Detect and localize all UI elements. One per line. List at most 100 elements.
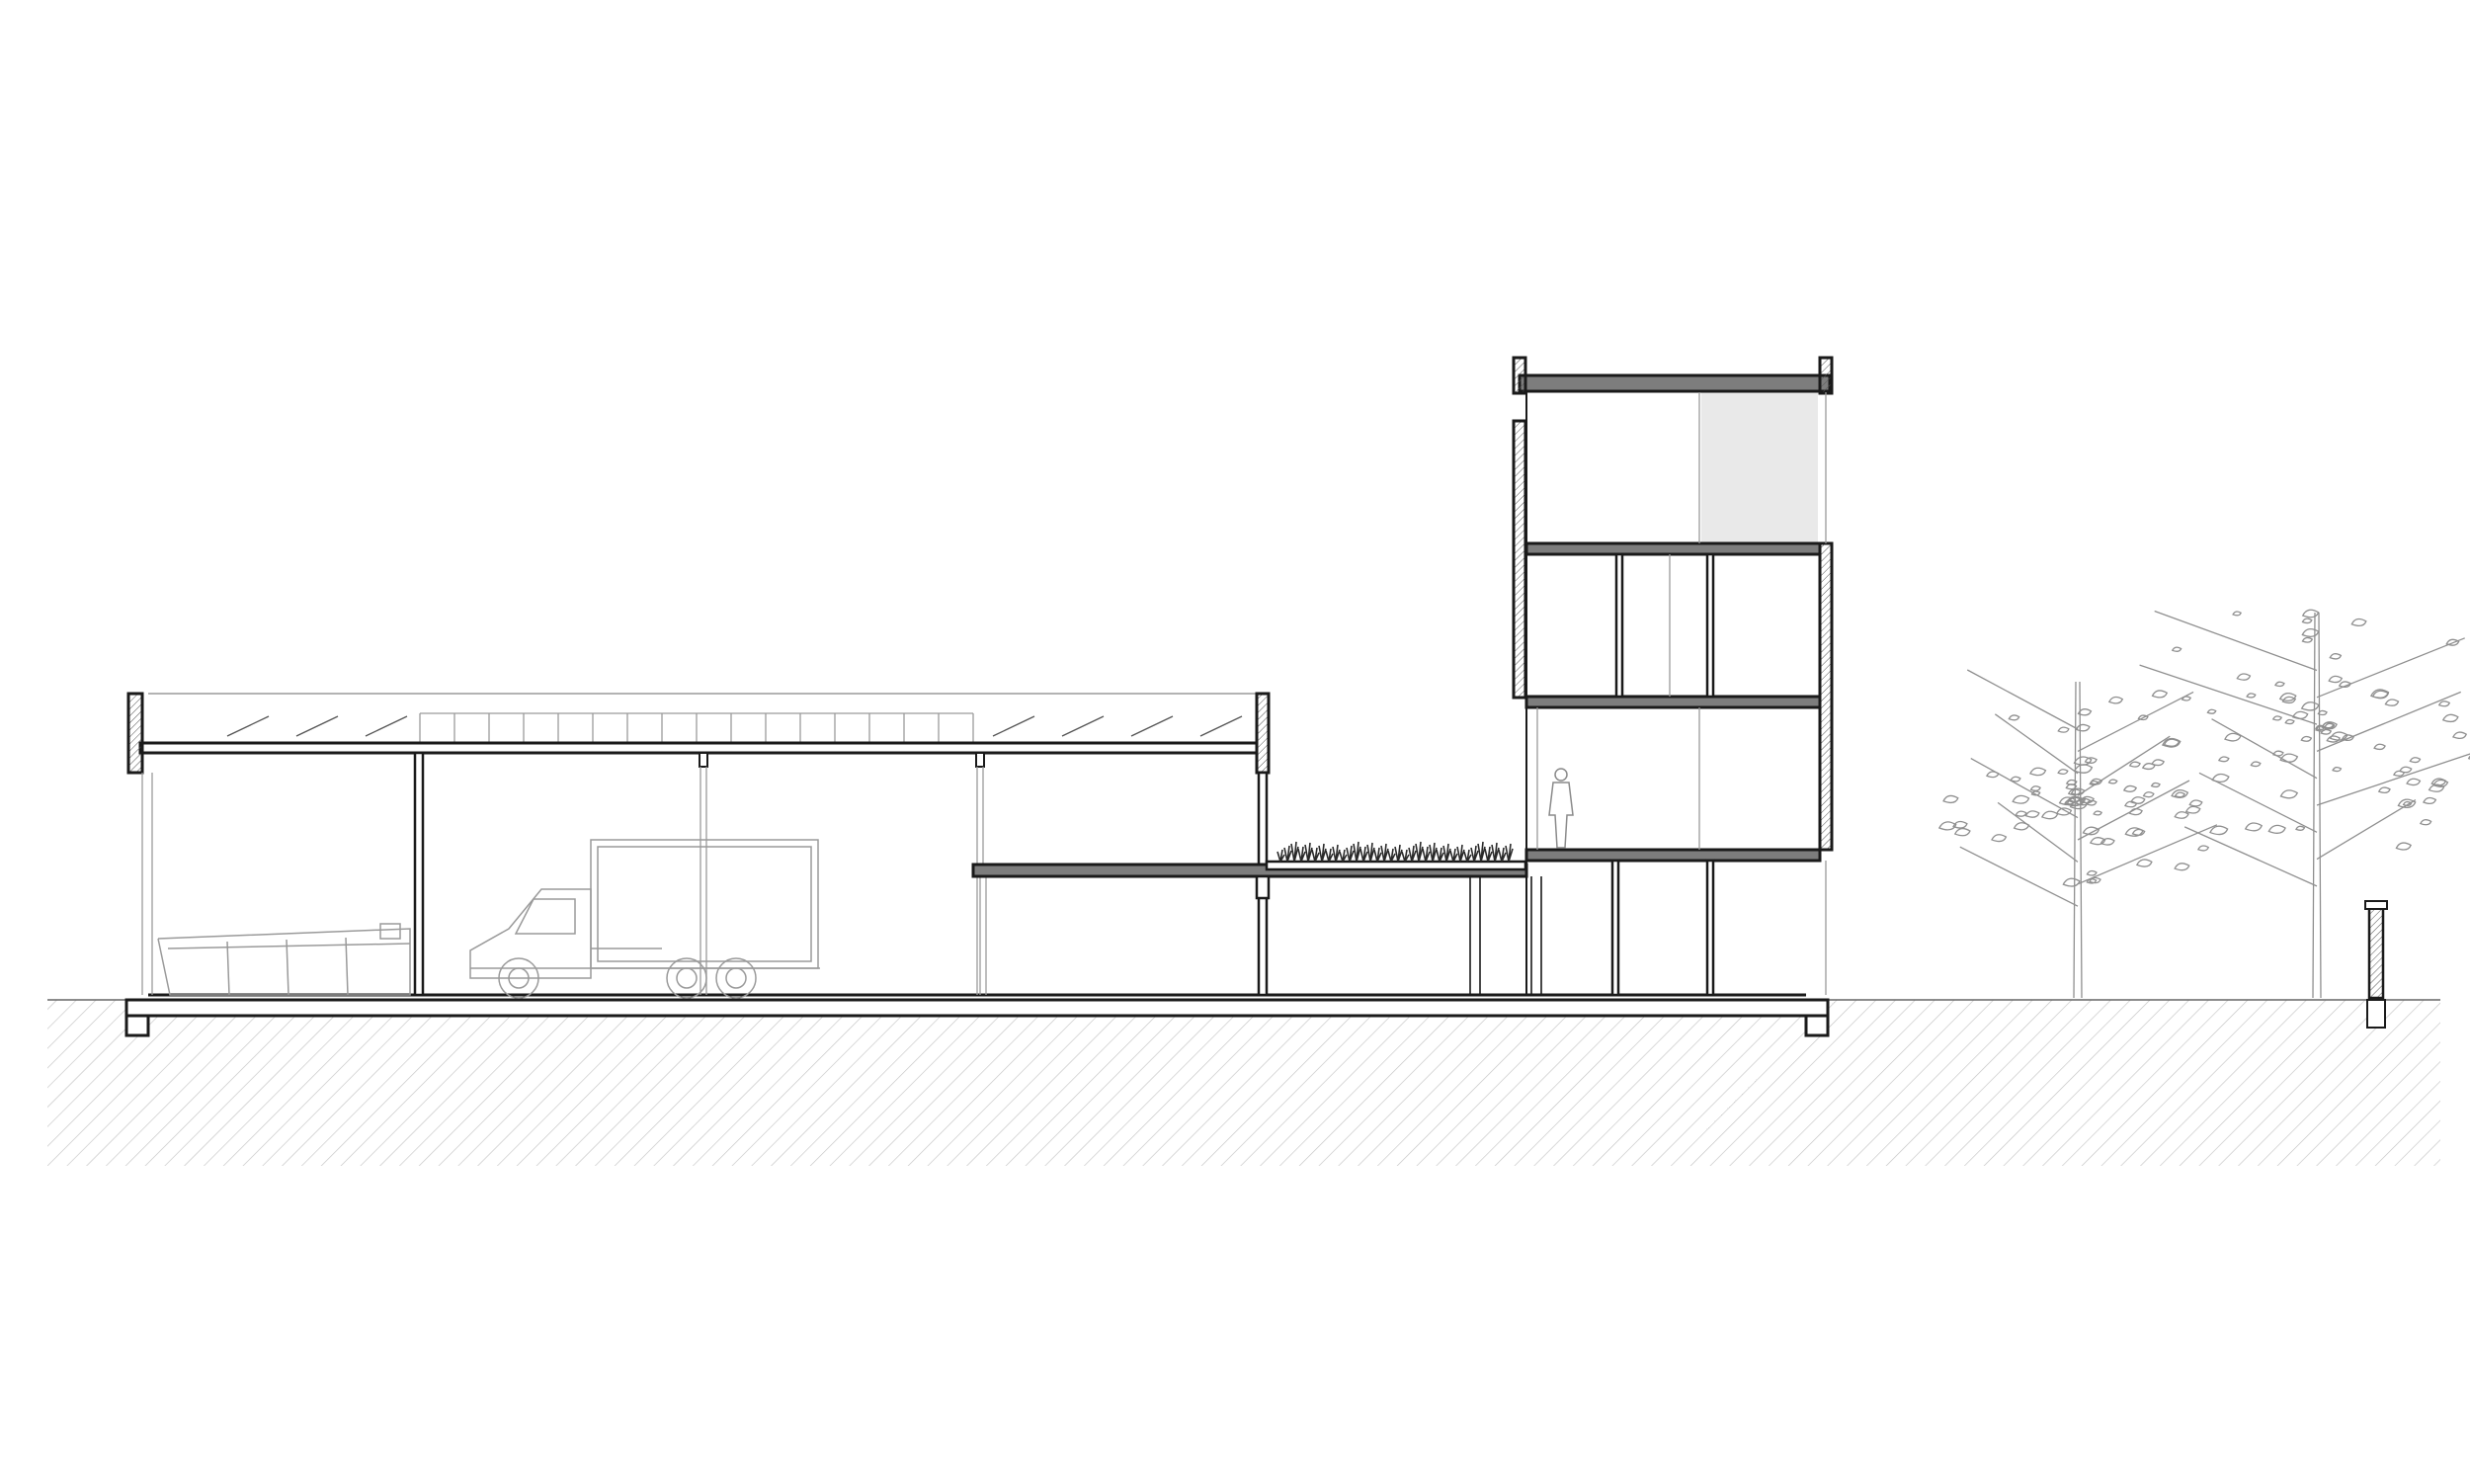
- tree-leaf: [2301, 618, 2313, 624]
- tree-leaf: [2136, 859, 2153, 867]
- tree-leaf: [2328, 675, 2344, 684]
- tree-branch: [1959, 846, 2079, 907]
- tree-branch: [2154, 610, 2318, 672]
- skip-container-icon: [157, 923, 411, 996]
- trees: [1937, 609, 2470, 999]
- tree-branch: [2077, 735, 2171, 796]
- beam-bracket: [699, 752, 708, 768]
- tree-leaf: [2430, 778, 2447, 786]
- tree-leaf: [2058, 796, 2077, 806]
- tree-leaf: [2419, 819, 2432, 826]
- tree-leaf: [2131, 828, 2146, 836]
- person-icon: [1548, 768, 1574, 849]
- tower-partition-wall: [1614, 552, 1624, 699]
- tower-shaded-room: [1701, 392, 1818, 543]
- plant-tuft: [1318, 843, 1327, 863]
- tree-leaf: [2122, 784, 2138, 792]
- connector-terrace: [971, 841, 1542, 995]
- tree-leaf: [2397, 798, 2417, 808]
- tower-roof-slab: [1518, 373, 1832, 393]
- plant-tuft: [1498, 847, 1507, 863]
- tree-leaf: [2274, 681, 2285, 688]
- tree-leaf: [2279, 753, 2299, 763]
- tree-leaf: [2373, 743, 2386, 751]
- tree-leaf: [2188, 799, 2203, 807]
- tree-branch: [2139, 664, 2318, 725]
- tree-leaf: [2075, 723, 2091, 732]
- tree-leaf: [2409, 757, 2422, 764]
- plant-tuft: [1491, 842, 1500, 863]
- tower-slab-level-2: [1524, 695, 1822, 709]
- glazing-hatch-line: [1199, 715, 1243, 737]
- tree-leaf: [2432, 779, 2449, 787]
- tree-leaf: [2267, 824, 2286, 834]
- tree-branch: [2316, 691, 2461, 753]
- plant-tuft: [1366, 842, 1375, 863]
- tree-leaf: [2171, 646, 2182, 652]
- tree-leaf: [2284, 718, 2295, 725]
- ground-hatch: [47, 1000, 2440, 1166]
- plant-tuft: [1436, 847, 1444, 863]
- plant-tuft: [1359, 846, 1368, 863]
- tree-leaf: [2232, 611, 2242, 617]
- tree-leaf: [2281, 696, 2297, 704]
- tree-branch: [1997, 801, 2079, 863]
- tree-leaf: [2236, 673, 2252, 681]
- tree-leaf: [2075, 797, 2092, 806]
- tree-leaf: [2196, 845, 2210, 852]
- tree-leaf: [2128, 807, 2143, 816]
- tree-leaf: [2086, 877, 2098, 884]
- glazing-hatch-line: [992, 715, 1035, 737]
- tower-partitions: [1610, 392, 1715, 997]
- plant-tuft: [1422, 846, 1431, 863]
- plant-tuft: [1505, 843, 1514, 863]
- hall-skylight-mullions: [419, 713, 974, 743]
- plant-tuft: [1449, 848, 1458, 863]
- tower-partition-wall: [1610, 859, 1620, 997]
- tree-leaf: [2250, 761, 2262, 768]
- tree-leaf: [2423, 796, 2437, 805]
- hall-roof-glazing-hatch: [226, 715, 1243, 737]
- tower-wall-left-upper: [1512, 419, 1527, 700]
- green-roof-plants-icon: [1276, 841, 1514, 863]
- tree-leaf: [2107, 779, 2118, 784]
- tree-leaf: [2040, 810, 2059, 820]
- tree-leaf: [2174, 863, 2190, 871]
- tree-leaf: [1991, 834, 2008, 843]
- glazing-hatch-line: [365, 715, 408, 737]
- plant-tuft: [1325, 848, 1334, 863]
- tree-leaf: [2029, 767, 2047, 777]
- tree-leaf: [2067, 795, 2081, 803]
- hall-roof-slab: [138, 741, 1259, 755]
- tree-leaf: [2010, 776, 2021, 783]
- tree-leaf: [1942, 794, 1959, 804]
- tree-leaf: [2211, 773, 2230, 783]
- hall-parapet-right: [1255, 692, 1271, 775]
- tree-leaf: [2271, 715, 2282, 721]
- tree-leaf: [2073, 764, 2094, 774]
- tree-leaf: [2100, 838, 2115, 846]
- plant-tuft: [1346, 845, 1355, 863]
- tree-leaf: [2024, 810, 2040, 818]
- connector-columns: [1469, 876, 1542, 995]
- tower-slab-level-1: [1524, 848, 1822, 863]
- tree-leaf: [2142, 791, 2155, 798]
- tree-leaf: [2384, 699, 2400, 706]
- connector-roof-slab: [1265, 860, 1527, 871]
- tree-leaf: [2332, 766, 2343, 773]
- tree-leaf: [2244, 822, 2264, 832]
- foundation-footing-right: [1804, 1014, 1830, 1037]
- tree-leaf: [2161, 737, 2182, 748]
- tree-leaf: [2086, 869, 2098, 876]
- tree-branch: [2316, 637, 2465, 699]
- tree-leaf: [2090, 778, 2103, 785]
- tree-leaf: [2012, 794, 2030, 804]
- tree-branch: [2211, 718, 2318, 780]
- plant-tuft: [1311, 847, 1320, 863]
- tree-leaf: [2399, 766, 2413, 774]
- tree-leaf: [1952, 820, 1968, 829]
- plant-tuft: [1304, 842, 1313, 863]
- tree-branch: [2077, 780, 2190, 841]
- truck-icon: [469, 839, 820, 999]
